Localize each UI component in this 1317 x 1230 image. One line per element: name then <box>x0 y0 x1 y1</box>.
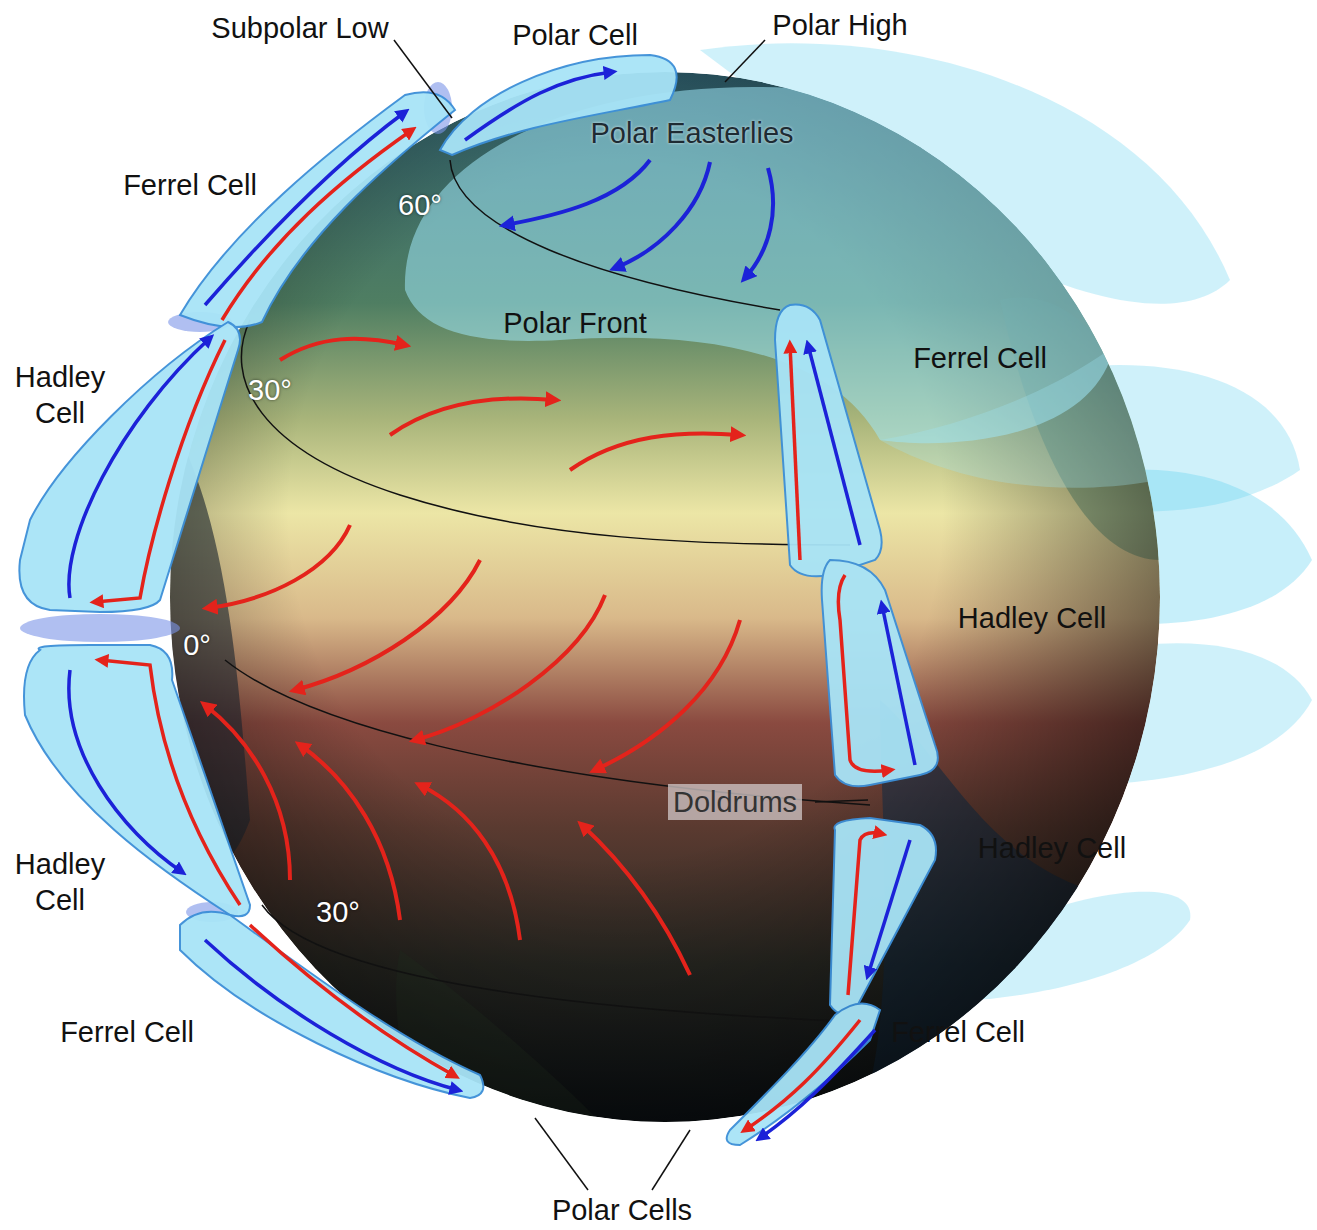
globe <box>880 300 1160 488</box>
circulation-cell-bands <box>727 1004 880 1145</box>
cell-cool-flow <box>465 72 612 140</box>
globe <box>170 72 1160 1122</box>
surface-wind-arrows <box>390 398 555 435</box>
cell-warm-flow <box>100 660 240 905</box>
latitude-label: 30° <box>248 372 292 408</box>
cell-cool-flow <box>808 345 860 545</box>
cell-label: Ferrel Cell <box>913 340 1047 376</box>
cell-cool-flow <box>868 840 910 975</box>
cell-label: Polar Cell <box>512 17 638 53</box>
latitude-label: 0° <box>183 627 211 663</box>
cell-label: Ferrel Cell <box>123 167 257 203</box>
wind-label: Polar Easterlies <box>590 115 793 151</box>
cell-cool-flow <box>882 605 915 765</box>
polar-easterly-arrows <box>505 160 650 225</box>
surface-wind-arrows <box>595 620 740 770</box>
cell-warm-flow <box>95 340 225 602</box>
cell-warm-flow <box>848 833 882 995</box>
cell-warm-flow <box>838 575 890 771</box>
cell-warm-flow <box>745 1020 860 1130</box>
surface-wind-arrows <box>300 745 400 920</box>
circulation-cell-bands <box>19 55 937 1145</box>
leader-lines <box>815 800 868 802</box>
zone-label: Doldrums <box>668 784 802 820</box>
latitude-label: 60° <box>398 187 442 223</box>
pressure-label: Polar High <box>772 7 907 43</box>
polar-easterly-arrows <box>615 162 710 268</box>
circulation-cell-bands <box>180 912 483 1098</box>
leader-lines <box>652 1130 690 1190</box>
cell-label: Hadley Cell <box>978 830 1126 866</box>
surface-wind-arrows <box>582 825 690 975</box>
cell-label: Ferrel Cell <box>60 1014 194 1050</box>
circulation-cell-bands <box>822 560 938 786</box>
leader-lines <box>535 1118 588 1190</box>
circulation-cell-bands <box>830 818 936 1014</box>
cell-cool-flow <box>69 72 915 1138</box>
latitude-lines <box>241 320 850 545</box>
latitude-label: 30° <box>316 894 360 930</box>
surface-wind-arrows <box>415 595 605 740</box>
surface-wind-arrows <box>420 785 520 940</box>
polar-easterly-arrows <box>745 168 773 278</box>
globe <box>170 72 1160 1122</box>
leader-lines <box>394 40 452 118</box>
globe <box>405 87 1111 443</box>
leader-lines <box>725 40 765 82</box>
surface-wind-arrows <box>208 525 350 608</box>
globe <box>170 72 1160 1122</box>
cell-warm-flow <box>222 130 412 320</box>
cell-label: Ferrel Cell <box>891 1014 1025 1050</box>
cell-label: Hadley Cell <box>5 359 115 432</box>
cell-warm-flow <box>790 345 800 560</box>
surface-wind-arrows <box>205 339 740 975</box>
circulation-cell-bands <box>180 92 455 327</box>
circulation-cell-bands <box>775 305 882 577</box>
cell-label: Hadley Cell <box>958 600 1106 636</box>
latitude-lines <box>450 160 780 310</box>
cell-cool-flow <box>205 940 458 1090</box>
pressure-patches <box>20 614 180 642</box>
latitude-lines <box>225 160 870 1022</box>
front-label: Polar Front <box>503 305 646 341</box>
surface-wind-arrows <box>295 560 480 690</box>
pressure-label: Subpolar Low <box>211 10 388 46</box>
cell-warm-flow <box>95 130 890 1130</box>
leader-lines <box>394 40 868 1190</box>
pressure-patches <box>20 82 452 922</box>
cell-label: Polar Cells <box>552 1192 692 1228</box>
cell-cool-flow <box>760 1030 875 1138</box>
cell-cool-flow <box>205 112 405 305</box>
cell-label: Hadley Cell <box>5 846 115 919</box>
polar-easterly-arrows <box>505 160 773 278</box>
cell-cool-flow <box>69 670 182 872</box>
surface-wind-arrows <box>280 339 405 360</box>
surface-wind-arrows <box>570 433 740 470</box>
